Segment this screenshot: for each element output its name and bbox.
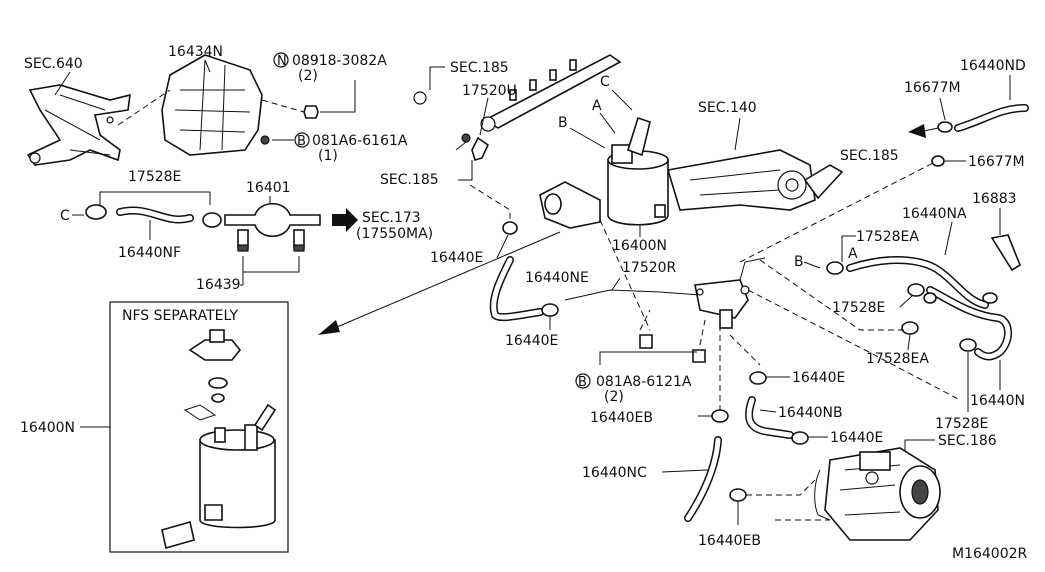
label-16440NE: 16440NE xyxy=(525,270,589,286)
label-17528E-b: 17528E xyxy=(935,416,988,432)
ref-a1: A xyxy=(592,98,602,114)
label-16440EB-b: 16440EB xyxy=(698,533,761,549)
label-16677M-a: 16677M xyxy=(904,80,961,96)
label-sec640: SEC.640 xyxy=(24,56,83,72)
diagram-code: M164002R xyxy=(952,546,1028,562)
fuel-injection-pump xyxy=(814,447,941,541)
label-17528E-r: 17528E xyxy=(832,300,885,316)
label-sec185-mid: SEC.185 xyxy=(380,172,439,188)
label-16440E-d: 16440E xyxy=(830,430,883,446)
label-17528E-top: 17528E xyxy=(128,169,181,185)
label-sec173: SEC.173 xyxy=(362,210,421,226)
label-16439: 16439 xyxy=(196,277,241,293)
label-16677M-b: 16677M xyxy=(968,154,1025,170)
manifold-block xyxy=(694,279,750,329)
arrow-to-sec185 xyxy=(908,124,926,138)
fuel-heater-16401 xyxy=(224,202,321,252)
label-16401: 16401 xyxy=(246,180,291,196)
ref-b2: B xyxy=(794,254,804,270)
label-17528EA-a: 17528EA xyxy=(856,229,919,245)
inlet-flange xyxy=(539,181,601,229)
label-16440NC: 16440NC xyxy=(582,465,647,481)
ref-b1: B xyxy=(558,115,568,131)
clip-16440E-a xyxy=(502,221,518,235)
label-sec140: SEC.140 xyxy=(698,100,757,116)
label-17528EA-b: 17528EA xyxy=(866,351,929,367)
label-16440N: 16440N xyxy=(970,393,1025,409)
arrow-to-box xyxy=(318,320,340,335)
label-16434N: 16434N xyxy=(168,44,223,60)
box-title: NFS SEPARATELY xyxy=(122,308,238,324)
label-16440EB-a: 16440EB xyxy=(590,410,653,426)
label-16440E-c: 16440E xyxy=(792,370,845,386)
label-16440NB: 16440NB xyxy=(778,405,843,421)
ref-a2: A xyxy=(848,246,858,262)
fuel-filter-16400N xyxy=(607,116,669,226)
heat-shield xyxy=(161,54,263,156)
label-16400N-box: 16400N xyxy=(20,420,75,436)
circle-b2: B xyxy=(578,375,587,390)
label-16440NF: 16440NF xyxy=(118,245,181,261)
label-sec173-sub: (17550MA) xyxy=(356,226,433,242)
label-16440NA: 16440NA xyxy=(902,206,967,222)
hose-16440NF xyxy=(85,204,222,228)
label-sec185-top: SEC.185 xyxy=(450,60,509,76)
label-sec185-right: SEC.185 xyxy=(840,148,899,164)
label-sec186: SEC.186 xyxy=(938,433,997,449)
intake-duct-sec140 xyxy=(666,149,844,211)
label-bolt-081A8-qty: (2) xyxy=(604,389,624,405)
label-bolt-08918: 08918-3082A xyxy=(292,53,387,69)
label-bolt-081A6: 081A6-6161A xyxy=(312,133,408,149)
label-16440E-b: 16440E xyxy=(505,333,558,349)
bracket-assembly xyxy=(26,84,131,166)
label-16400N-main: 16400N xyxy=(612,238,667,254)
circle-b1: B xyxy=(297,134,306,149)
label-16440E-a: 16440E xyxy=(430,250,483,266)
label-bolt-081A8: 081A8-6121A xyxy=(596,374,692,390)
label-17520R: 17520R xyxy=(622,260,677,276)
ref-c1: C xyxy=(60,208,70,224)
label-bolt-08918-qty: (2) xyxy=(298,68,318,84)
circle-n: N xyxy=(277,54,287,69)
label-bolt-081A6-qty: (1) xyxy=(318,148,338,164)
label-16883: 16883 xyxy=(972,191,1017,207)
filter-components-exploded xyxy=(161,329,277,550)
label-16440ND: 16440ND xyxy=(960,58,1026,74)
ref-c2: C xyxy=(600,74,610,90)
arrow-to-sec173 xyxy=(332,208,358,232)
fuel-rail xyxy=(480,54,622,132)
label-17520U: 17520U xyxy=(462,83,517,99)
